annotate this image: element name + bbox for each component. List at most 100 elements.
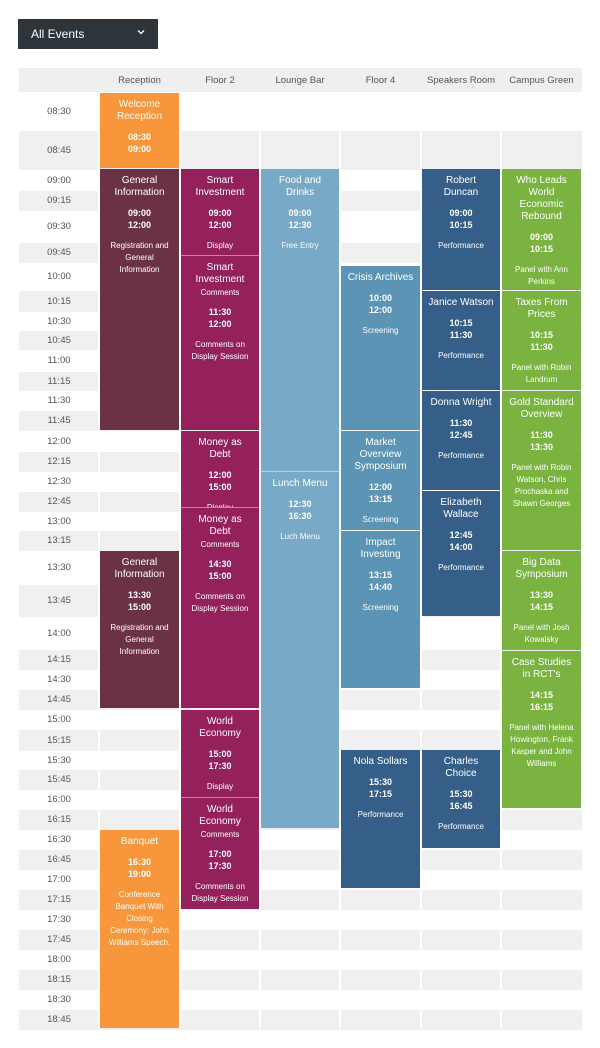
- event-start-time: 09:00: [127, 208, 152, 218]
- event-start-time: 09:00: [529, 232, 554, 242]
- event-title: Case Studies in RCT's: [511, 657, 572, 680]
- event-title: General Information: [114, 175, 165, 198]
- column-divider: [98, 68, 100, 1028]
- time-label: 11:30: [47, 395, 71, 406]
- event-description: Performance: [438, 351, 484, 360]
- event-start-time: 09:00: [288, 208, 312, 218]
- time-label: 16:45: [47, 854, 71, 865]
- event-end-time: 12:00: [208, 319, 232, 329]
- event-end-time: 12:00: [127, 220, 152, 230]
- event-end-time: 12:45: [449, 430, 473, 440]
- time-label: 18:00: [47, 954, 71, 965]
- column-header-lounge-bar: Lounge Bar: [260, 68, 340, 92]
- event-start-time: 12:45: [449, 530, 473, 540]
- event-end-time: 13:30: [529, 442, 554, 452]
- time-label: 17:45: [47, 934, 71, 945]
- event-description: Luch Menu: [280, 532, 320, 541]
- event-description: Panel with Robin Landrum: [511, 363, 572, 384]
- event-subtitle: Comments: [200, 288, 240, 297]
- time-label: 15:15: [47, 734, 71, 746]
- time-label: 15:30: [47, 754, 71, 766]
- event-start-time: 12:30: [288, 499, 312, 509]
- event-end-time: 17:30: [208, 761, 232, 771]
- event-description: Display: [206, 241, 234, 250]
- event-description: Panel with Robin Watson, Chris Prochaska…: [511, 463, 572, 508]
- event-description: Panel with Ann Perkins: [515, 265, 568, 286]
- event-description: Performance: [357, 810, 404, 819]
- time-column-header: [19, 68, 99, 92]
- event-title: Donna Wright: [430, 397, 492, 408]
- time-label: 15:45: [47, 774, 71, 785]
- time-label: 10:45: [47, 334, 71, 346]
- event-description: Free Entry: [281, 241, 319, 250]
- event-end-time: 16:45: [449, 801, 473, 811]
- event-end-time: 12:00: [368, 305, 393, 315]
- time-label: 18:30: [47, 994, 71, 1005]
- event-start-time: 16:30: [127, 857, 152, 867]
- event-filter-label: All Events: [31, 27, 85, 41]
- column-header-campus-green: Campus Green: [501, 68, 582, 92]
- event-description: Comments on Display Session: [191, 340, 249, 361]
- time-label: 14:15: [47, 654, 71, 665]
- event-title: Crisis Archives: [347, 272, 414, 283]
- event-start-time: 10:15: [529, 330, 554, 340]
- event-end-time: 15:00: [208, 571, 232, 581]
- event-end-time: 14:40: [368, 582, 393, 592]
- event-title: Money as Debt: [198, 437, 242, 460]
- event-description: Screening: [362, 326, 399, 335]
- event-subtitle: Comments: [200, 540, 240, 549]
- column-divider: [179, 68, 181, 1028]
- event-start-time: 13:30: [529, 590, 554, 600]
- event-title: Charles Choice: [443, 756, 479, 779]
- event-description: Comments on Display Session: [191, 882, 249, 903]
- event-title: Elizabeth Wallace: [440, 497, 482, 520]
- time-label: 14:30: [47, 674, 71, 685]
- event-description: Performance: [438, 451, 484, 460]
- event-filter-dropdown[interactable]: All Events: [18, 19, 158, 49]
- time-label: 11:00: [47, 355, 71, 366]
- event-title: General Information: [114, 557, 165, 580]
- time-label: 10:00: [47, 271, 71, 282]
- event-title: Janice Watson: [428, 297, 494, 308]
- event-title: Impact Investing: [360, 537, 401, 560]
- column-divider: [420, 68, 422, 1028]
- time-label: 09:00: [47, 174, 71, 186]
- event-start-time: 09:00: [208, 208, 232, 218]
- time-label: 11:45: [47, 415, 71, 426]
- event-end-time: 17:15: [368, 789, 393, 799]
- event-end-time: 13:15: [368, 494, 393, 504]
- time-label: 11:15: [47, 375, 71, 387]
- time-label: 09:45: [47, 247, 71, 258]
- time-label: 14:00: [47, 627, 71, 639]
- event-title: Nola Sollars: [353, 756, 408, 767]
- event-title: Smart Investment: [195, 175, 245, 198]
- time-label: 17:30: [47, 914, 71, 925]
- event-start-time: 11:30: [449, 418, 473, 428]
- event-description: Screening: [362, 603, 399, 612]
- event-end-time: 19:00: [127, 869, 152, 879]
- event-start-time: 11:30: [530, 430, 553, 440]
- event-end-time: 16:30: [288, 511, 312, 521]
